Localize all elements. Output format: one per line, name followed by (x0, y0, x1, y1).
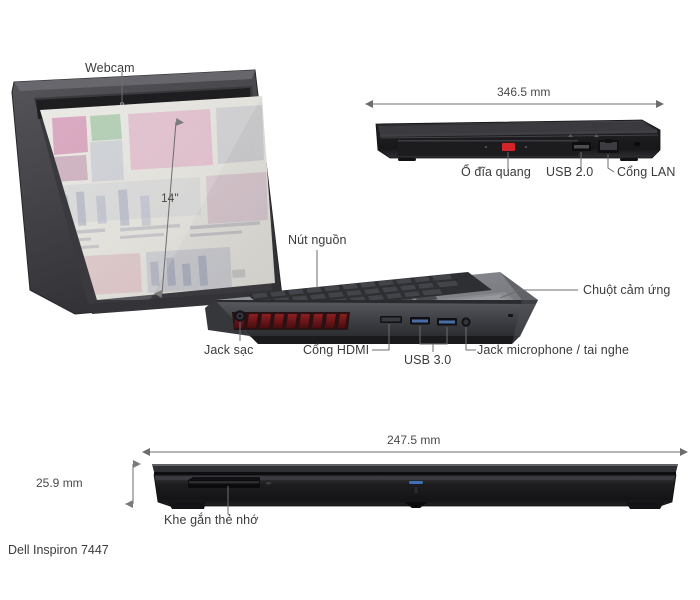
power-jack-port (234, 310, 246, 322)
label-power-button: Nút nguồn (288, 233, 347, 247)
lan-port-opening (598, 139, 619, 153)
dimension-front-width: 247.5 mm (387, 433, 441, 447)
label-card-reader: Khe gắn thẻ nhớ (164, 513, 259, 527)
label-optical-drive: Ổ đĩa quang (461, 165, 531, 179)
usb20-port-opening (572, 142, 591, 151)
cooling-vent (232, 312, 350, 330)
dimension-side-length: 346.5 mm (497, 85, 551, 99)
dimension-front-height: 25.9 mm (36, 476, 83, 490)
label-audio-jack: Jack microphone / tai nghe (477, 343, 629, 357)
hdmi-port-opening (380, 316, 402, 323)
label-webcam: Webcam (85, 61, 135, 75)
label-usb20-port: USB 2.0 (546, 165, 594, 179)
dell-logo (232, 269, 246, 278)
usb30-port-opening (410, 317, 457, 326)
right-side-illustration (365, 100, 664, 161)
label-usb30-ports: USB 3.0 (404, 353, 452, 367)
open-laptop-illustration (11, 69, 538, 344)
kensington-lock-slot (634, 142, 640, 146)
optical-eject-button (502, 143, 515, 151)
label-lan-port: Cổng LAN (617, 165, 676, 179)
audio-jack-port (461, 317, 471, 327)
label-touchpad: Chuột cảm ứng (583, 283, 671, 297)
label-hdmi-port: Cổng HDMI (303, 343, 370, 357)
label-screen-size: 14" (161, 191, 179, 205)
product-caption: Dell Inspiron 7447 (8, 543, 109, 557)
status-led-indicator (409, 481, 423, 493)
card-reader-slot (188, 477, 271, 488)
front-closed-illustration (125, 448, 688, 509)
label-power-jack: Jack sạc (204, 343, 254, 357)
leader-lines (121, 72, 615, 514)
